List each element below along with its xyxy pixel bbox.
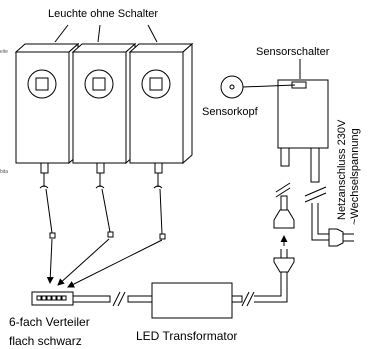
lamp-3-cable-lower <box>159 188 163 235</box>
lamp-3-plug <box>159 233 166 240</box>
arrow-lamp-1-to-distributor <box>46 238 54 284</box>
lamp-2-front <box>72 51 127 164</box>
pointer-line-lamp-2 <box>97 24 101 43</box>
transformer-body <box>151 282 233 319</box>
distributor-label-line1: 6-fach Verteiler <box>9 315 90 329</box>
lamp-1-light-square <box>35 77 49 91</box>
break-mark-6 <box>275 182 291 193</box>
sensor-head <box>220 75 296 99</box>
lamp-2-cable-twist <box>95 185 105 189</box>
lamp-2-plug <box>107 231 114 238</box>
arrow-lamp-2-to-distributor <box>57 238 110 286</box>
lamp-2-light-circle <box>84 69 114 99</box>
lamp-3-top <box>128 43 194 53</box>
lamp-2-top <box>71 43 137 53</box>
lamp-3-cable-twist <box>153 185 163 189</box>
lamp-3-front <box>129 51 184 164</box>
lamp-3-light-square <box>149 77 163 91</box>
lamp-3-cable-gland <box>154 162 163 174</box>
distributor-port-3 <box>46 295 52 301</box>
lamp-3 <box>128 42 194 240</box>
sensor-head-center <box>229 84 235 90</box>
distributor-port-1 <box>36 295 42 301</box>
plug-lower <box>273 249 295 273</box>
break-mark-7 <box>304 186 327 197</box>
distributor-cable <box>72 295 111 303</box>
arrow-lamp-3-to-distributor <box>67 239 163 288</box>
mains-label-line2: ~Wechselspannung <box>349 128 361 225</box>
transformer <box>127 282 243 319</box>
distributor-port-6 <box>61 295 67 301</box>
sensor-head-wire <box>242 84 296 88</box>
lamp-1-front <box>15 51 70 164</box>
mains-cable-a <box>311 203 329 241</box>
mains-plug <box>328 228 354 247</box>
lamp-2-cable-lower <box>101 188 111 233</box>
sensor-switch-body <box>277 79 329 149</box>
lamp-1-cable-gland <box>40 162 49 174</box>
sensor-switch-mains-cable <box>310 147 320 183</box>
lamp-2 <box>71 42 137 238</box>
pointer-line-lamp-3 <box>147 24 158 43</box>
transformer-output-cable-a <box>254 272 282 297</box>
break-mark-3 <box>241 291 250 307</box>
lamp-2-cable-gland <box>96 162 105 174</box>
lamp-1-cable-twist <box>39 185 49 189</box>
mains-label-line1: Netzanschluss 230V <box>336 119 348 220</box>
plug-lower-body <box>273 257 295 273</box>
distributor <box>31 291 111 306</box>
distributor-port-4 <box>51 295 57 301</box>
edge-label-bottom: bita <box>0 169 8 175</box>
break-mark-1 <box>112 291 121 307</box>
break-mark-5 <box>275 187 291 198</box>
lamp-3-side <box>182 42 193 165</box>
mains-plug-body <box>328 228 344 247</box>
socket-upper-cable <box>280 195 288 211</box>
distributor-port-5 <box>56 295 62 301</box>
break-mark-4 <box>246 291 255 307</box>
socket-upper-body <box>273 209 295 229</box>
sensor-switch <box>277 79 329 183</box>
break-mark-8 <box>304 192 327 203</box>
lamp-1-top <box>14 43 80 53</box>
lamp-1 <box>14 42 80 239</box>
lamp-1-light-circle <box>27 69 57 99</box>
transformer-cable-right <box>231 295 243 303</box>
mains-cable-b <box>317 203 329 235</box>
transformer-label: LED Transformator <box>136 329 237 343</box>
edge-label-top: eite <box>0 49 8 55</box>
lamp-3-light-circle <box>141 69 171 99</box>
distributor-port-2 <box>41 295 47 301</box>
sensor-head-label: Sensorkopf <box>202 106 259 118</box>
break-mark-2 <box>117 291 126 307</box>
sensor-head-outer <box>220 75 244 99</box>
lamp-2-light-square <box>92 77 106 91</box>
distributor-label-line2: flach schwarz <box>9 334 82 348</box>
transformer-cable-left <box>127 295 153 303</box>
transformer-output-cable-b <box>254 272 288 303</box>
lamp-1-cable-lower <box>45 188 53 234</box>
sensor-switch-label: Sensorschalter <box>256 46 330 58</box>
lamp-1-plug <box>49 232 56 239</box>
lamps-title: Leuchte ohne Schalter <box>48 8 158 20</box>
pointer-line-lamp-1 <box>54 24 69 43</box>
sensor-switch-output-cable <box>280 147 290 167</box>
socket-upper <box>273 195 295 229</box>
